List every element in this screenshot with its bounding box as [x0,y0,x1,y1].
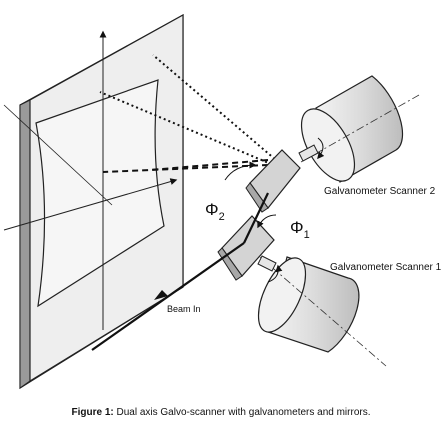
laser-beam [91,192,269,351]
phi1-label: Φ1 [290,218,310,241]
galvanometer-scanner-2 [298,75,420,183]
caption-text: Dual axis Galvo-scanner with galvanomete… [113,407,371,418]
figure-caption: Figure 1: Dual axis Galvo-scanner with g… [0,407,442,418]
beam-between-mirrors [243,192,269,244]
caption-prefix: Figure 1: [71,407,114,418]
horizontal-axis-arrow [3,178,178,231]
phi2-rotation-arrow [224,161,257,181]
scan-field-outline [35,79,165,308]
galvanometer-scanner-1 [257,255,387,367]
phi1-rotation-arrow [257,214,277,229]
screen-axes [3,30,178,330]
mirror-2 [245,149,301,213]
projection-screen [19,13,184,390]
phi2-label: Φ2 [205,200,225,223]
scan-beam-dotted [99,54,291,173]
incoming-beam [91,242,245,351]
scan-beam-dashed [102,159,269,173]
scanner-2-label: Galvanometer Scanner 2 [324,186,436,197]
beam-in-label: Beam In [167,304,201,314]
mirror-1 [217,215,275,281]
scanner-1-label: Galvanometer Scanner 1 [330,262,442,273]
beam-direction-arrowhead [154,290,168,300]
